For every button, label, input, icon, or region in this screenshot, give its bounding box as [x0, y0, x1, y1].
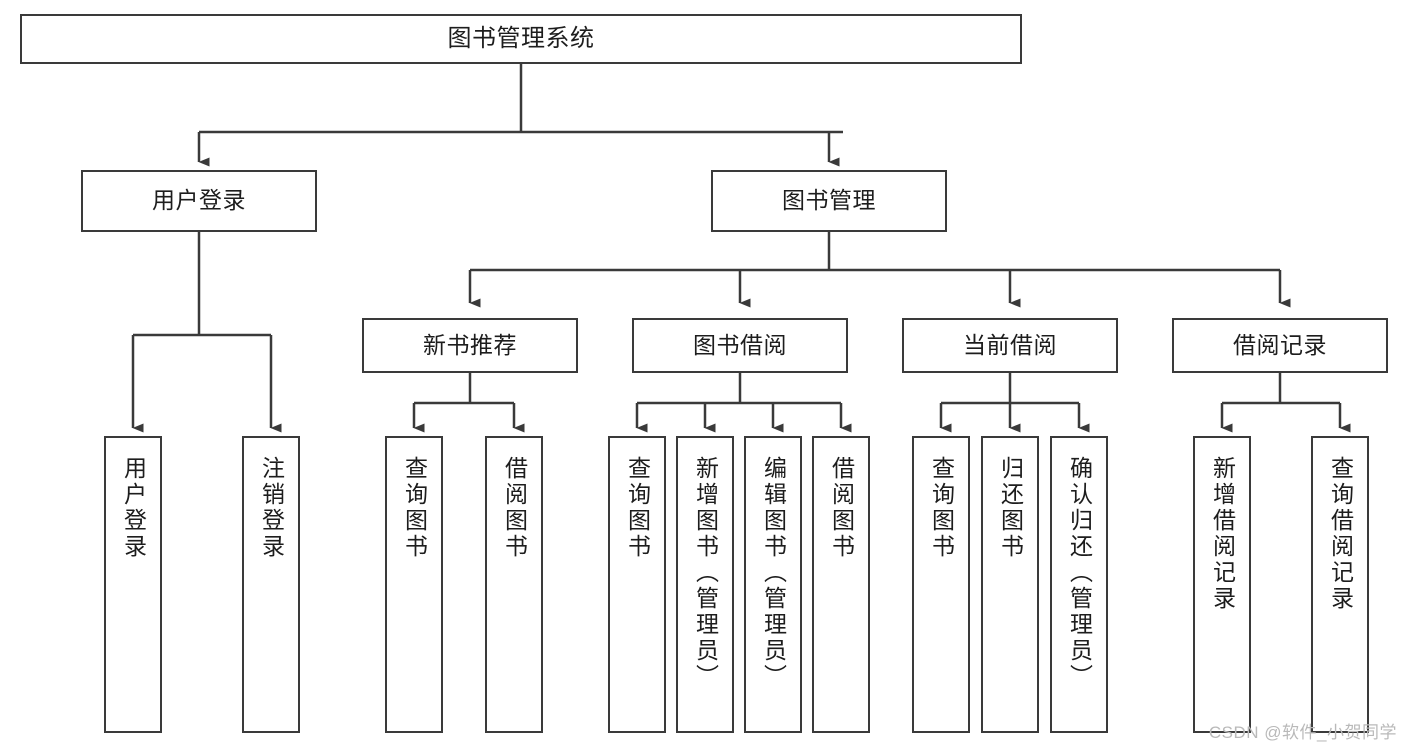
- node-leaf-query-book-recommend[interactable]: 查询图书: [385, 436, 443, 733]
- node-user-login[interactable]: 用户登录: [81, 170, 317, 232]
- node-label: 确认归还（管理员）: [1066, 456, 1093, 690]
- node-label: 注销登录: [258, 456, 285, 560]
- node-leaf-edit-book-admin[interactable]: 编辑图书（管理员）: [744, 436, 802, 733]
- node-leaf-query-book-current[interactable]: 查询图书: [912, 436, 970, 733]
- node-book-management[interactable]: 图书管理: [711, 170, 947, 232]
- node-new-book-recommend[interactable]: 新书推荐: [362, 318, 578, 373]
- node-current-borrow[interactable]: 当前借阅: [902, 318, 1118, 373]
- node-label: 查询图书: [928, 456, 955, 560]
- node-borrow-record[interactable]: 借阅记录: [1172, 318, 1388, 373]
- node-label: 借阅记录: [1233, 331, 1327, 358]
- node-label: 图书管理系统: [447, 24, 595, 52]
- node-label: 图书管理: [782, 187, 876, 214]
- node-label: 借阅图书: [828, 456, 855, 560]
- node-label: 查询图书: [624, 456, 651, 560]
- node-label: 用户登录: [120, 456, 147, 560]
- node-label: 新增图书（管理员）: [692, 456, 719, 690]
- node-label: 新增借阅记录: [1209, 456, 1236, 612]
- node-leaf-user-login[interactable]: 用户登录: [104, 436, 162, 733]
- node-label: 新书推荐: [423, 331, 517, 358]
- node-leaf-query-book-borrow[interactable]: 查询图书: [608, 436, 666, 733]
- node-leaf-logout[interactable]: 注销登录: [242, 436, 300, 733]
- node-label: 归还图书: [997, 456, 1024, 560]
- node-leaf-add-borrow-record[interactable]: 新增借阅记录: [1193, 436, 1251, 733]
- node-label: 用户登录: [152, 187, 246, 214]
- node-leaf-borrow-book[interactable]: 借阅图书: [812, 436, 870, 733]
- node-root-book-management-system[interactable]: 图书管理系统: [20, 14, 1022, 64]
- node-label: 借阅图书: [501, 456, 528, 560]
- node-leaf-borrow-book-recommend[interactable]: 借阅图书: [485, 436, 543, 733]
- node-leaf-return-book[interactable]: 归还图书: [981, 436, 1039, 733]
- node-label: 查询图书: [401, 456, 428, 560]
- node-label: 图书借阅: [693, 331, 787, 358]
- node-label: 查询借阅记录: [1327, 456, 1354, 612]
- node-leaf-query-borrow-record[interactable]: 查询借阅记录: [1311, 436, 1369, 733]
- node-book-borrow[interactable]: 图书借阅: [632, 318, 848, 373]
- node-leaf-add-book-admin[interactable]: 新增图书（管理员）: [676, 436, 734, 733]
- node-label: 编辑图书（管理员）: [760, 456, 787, 690]
- node-label: 当前借阅: [963, 331, 1057, 358]
- node-leaf-confirm-return-admin[interactable]: 确认归还（管理员）: [1050, 436, 1108, 733]
- watermark-text: CSDN @软件_小贺同学: [1208, 723, 1397, 742]
